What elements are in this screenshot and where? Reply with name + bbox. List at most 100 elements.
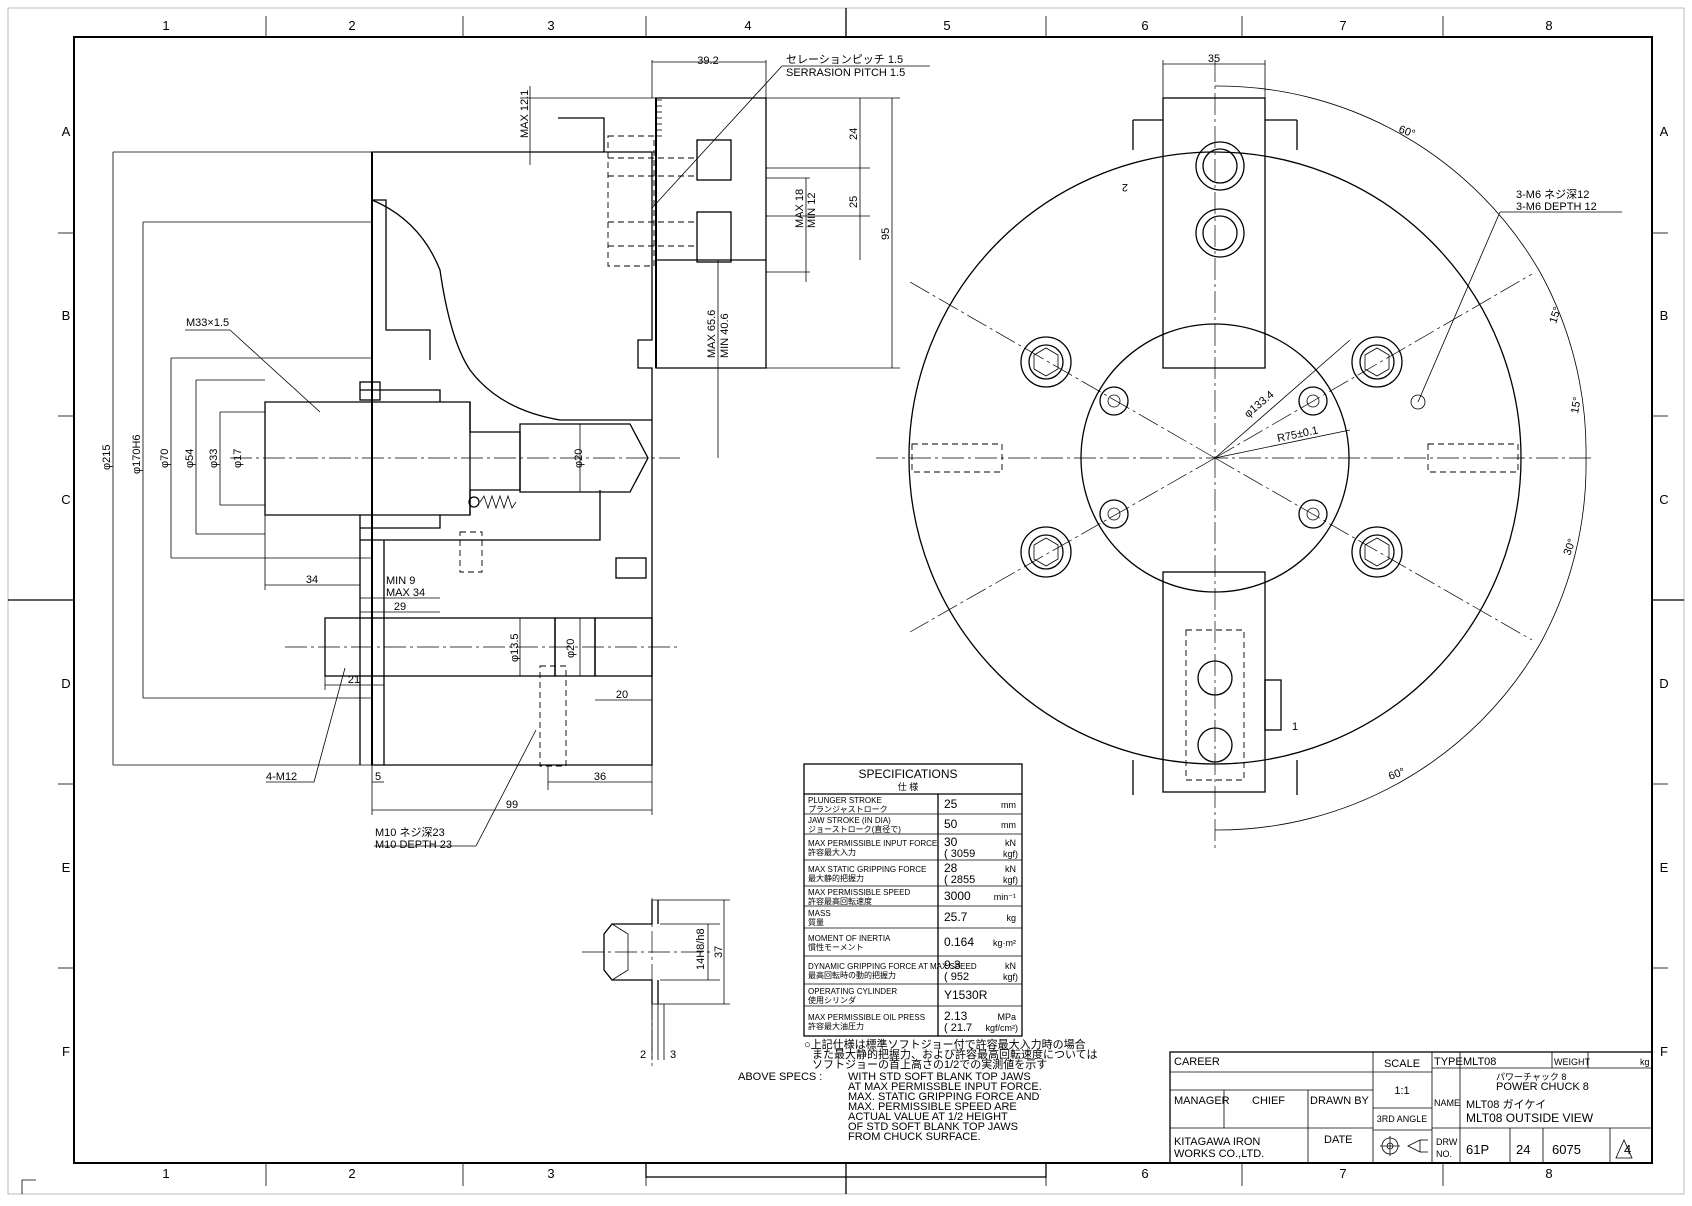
dim-30: 30° bbox=[1562, 537, 1579, 557]
dim-min-12: MIN 12 bbox=[806, 193, 818, 228]
specifications-table: SPECIFICATIONS 仕 様 bbox=[803, 763, 1023, 1037]
dim-max-65-6: MAX 65.6 bbox=[706, 310, 718, 358]
spec-value-secondary: ( 3059 bbox=[944, 848, 975, 860]
spec-label-ja: 許容最大油圧力 bbox=[808, 1021, 864, 1031]
spec-unit: kN bbox=[1005, 961, 1016, 971]
row-label: A bbox=[62, 124, 71, 139]
row-label: E bbox=[1660, 860, 1669, 875]
dim-phi20-bolt: φ20 bbox=[565, 639, 577, 658]
col-label: 2 bbox=[348, 18, 355, 33]
spec-value: 0.164 bbox=[944, 935, 974, 949]
dim-phi54: φ54 bbox=[184, 449, 196, 468]
row-label: C bbox=[61, 492, 70, 507]
spec-value: Y1530R bbox=[944, 988, 988, 1002]
dim-21: 21 bbox=[348, 674, 360, 686]
dim-14h8: 14H8/h8 bbox=[695, 928, 707, 970]
spec-label-en: OPERATING CYLINDER bbox=[808, 987, 897, 996]
column-labels-bottom: 1 2 3 6 7 8 bbox=[162, 1166, 1552, 1181]
spec-value: 2.13 bbox=[944, 1009, 968, 1023]
spec-unit-secondary: kgf) bbox=[1003, 875, 1018, 885]
spec-label-en: JAW STROKE (IN DIA) bbox=[808, 816, 891, 825]
row-label: D bbox=[1659, 676, 1668, 691]
col-label: 7 bbox=[1339, 18, 1346, 33]
spec-label-ja: 許容最高回転速度 bbox=[808, 896, 872, 906]
spec-label-ja: 慣性モーメント bbox=[808, 942, 864, 952]
thread-m10-en: M10 DEPTH 23 bbox=[375, 839, 452, 851]
drw-label-2: NO. bbox=[1436, 1149, 1452, 1159]
spec-label-en: MAX PERMISSIBLE OIL PRESS bbox=[808, 1013, 925, 1022]
drw-number-4: 4 bbox=[1624, 1142, 1631, 1157]
spec-title-ja: 仕 様 bbox=[898, 781, 919, 792]
view-name-ja: MLT08 ガイケイ bbox=[1466, 1098, 1546, 1111]
drawing-frame bbox=[7, 7, 1685, 1195]
spec-label-ja: 質量 bbox=[808, 917, 824, 927]
thread-m33: M33×1.5 bbox=[186, 317, 229, 329]
dim-phi13-5: φ13.5 bbox=[509, 633, 521, 662]
angle-label: 3RD ANGLE bbox=[1377, 1114, 1428, 1124]
flange-holes bbox=[1099, 386, 1328, 529]
col-label: 1 bbox=[162, 1166, 169, 1181]
career-label: CAREER bbox=[1174, 1056, 1220, 1068]
spec-unit: min⁻¹ bbox=[994, 892, 1016, 902]
row-labels-left: A B C D E F bbox=[61, 124, 70, 1059]
spec-value: 9.3 bbox=[944, 958, 961, 972]
note-en-line: FROM CHUCK SURFACE. bbox=[848, 1131, 981, 1143]
spec-unit: kN bbox=[1005, 864, 1016, 874]
spec-value: 28 bbox=[944, 861, 958, 875]
spec-value: 25.7 bbox=[944, 910, 968, 924]
spec-label-en: MOMENT OF INERTIA bbox=[808, 934, 891, 943]
chief-label: CHIEF bbox=[1252, 1095, 1285, 1107]
dim-max-18: MAX 18 bbox=[794, 189, 806, 228]
type-label: TYPE bbox=[1434, 1056, 1463, 1068]
row-label: A bbox=[1660, 124, 1669, 139]
dim-phi20-plunger: φ20 bbox=[573, 449, 585, 468]
dim-max-34: MAX 34 bbox=[386, 587, 425, 599]
type-value: MLT08 bbox=[1463, 1056, 1496, 1068]
row-label: E bbox=[62, 860, 71, 875]
dim-2: 2 bbox=[640, 1049, 646, 1061]
dim-36: 36 bbox=[594, 771, 606, 783]
side-view: 39.2 セレーションピッチ 1.5 SERRASION PITCH 1.5 M… bbox=[101, 53, 930, 851]
spec-value: 30 bbox=[944, 835, 958, 849]
note-en-line: ACTUAL VALUE AT 1/2 HEIGHT bbox=[848, 1111, 1008, 1123]
serration-en: SERRASION PITCH 1.5 bbox=[786, 67, 905, 79]
note-ja-line: また最大静的把握力、および許容最高回転速度については bbox=[812, 1047, 1097, 1061]
dim-phi70: φ70 bbox=[159, 449, 171, 468]
note-en-line: AT MAX PERMISSBLE INPUT FORCE. bbox=[848, 1081, 1042, 1093]
note-en-line: OF STD SOFT BLANK TOP JAWS bbox=[848, 1121, 1018, 1133]
note-ja-line: ○上記仕様は標準ソフトジョー付で許容最大入力時の場合 bbox=[804, 1037, 1086, 1051]
dim-25: 25 bbox=[848, 196, 860, 208]
drw-number-2: 24 bbox=[1516, 1142, 1530, 1157]
grid-ticks bbox=[58, 16, 1668, 1186]
dim-min-9: MIN 9 bbox=[386, 575, 415, 587]
note-en-line: MAX. STATIC GRIPPING FORCE AND bbox=[848, 1091, 1040, 1103]
drw-number-3: 6075 bbox=[1552, 1142, 1581, 1157]
note-en-line: MAX. PERMISSIBLE SPEED ARE bbox=[848, 1101, 1017, 1113]
jaw-detail: 37 14H8/h8 2 3 bbox=[582, 898, 730, 1066]
front-view: 35 60° 60° 15° 15° 30° 3-M6 ネジ深12 3-M6 D… bbox=[876, 53, 1622, 850]
spec-unit-secondary: kgf) bbox=[1003, 972, 1018, 982]
dim-37: 37 bbox=[713, 946, 725, 958]
thread-m6-en: 3-M6 DEPTH 12 bbox=[1516, 201, 1597, 213]
spec-unit: kg·m² bbox=[993, 938, 1016, 948]
thread-m10-ja: M10 ネジ深23 bbox=[375, 826, 445, 839]
body-bolts bbox=[1020, 336, 1403, 578]
col-label: 6 bbox=[1141, 1166, 1148, 1181]
note-ja-line: ソフトジョーの首上高さの1/2での実測値を示す bbox=[812, 1057, 1047, 1071]
dim-max-12-1: MAX 12.1 bbox=[519, 90, 531, 138]
name-label: NAME bbox=[1434, 1098, 1460, 1108]
dim-phi133-4: φ133.4 bbox=[1242, 389, 1276, 420]
row-label: F bbox=[62, 1044, 70, 1059]
serration-ja: セレーションピッチ 1.5 bbox=[786, 53, 903, 66]
dim-phi17: φ17 bbox=[232, 449, 244, 468]
spec-label-ja: 最高回転時の動的把握力 bbox=[808, 970, 896, 980]
dim-phi215: φ215 bbox=[101, 445, 113, 471]
row-label: B bbox=[62, 308, 71, 323]
jaw-number-1: 1 bbox=[1292, 721, 1298, 733]
dim-r75: R75±0.1 bbox=[1276, 425, 1319, 445]
spec-label-ja: ジョーストローク(直径で) bbox=[808, 824, 901, 834]
name-en: POWER CHUCK 8 bbox=[1496, 1081, 1589, 1093]
spec-label-en: MAX PERMISSIBLE SPEED bbox=[808, 888, 910, 897]
thread-m6-ja: 3-M6 ネジ深12 bbox=[1516, 188, 1589, 201]
